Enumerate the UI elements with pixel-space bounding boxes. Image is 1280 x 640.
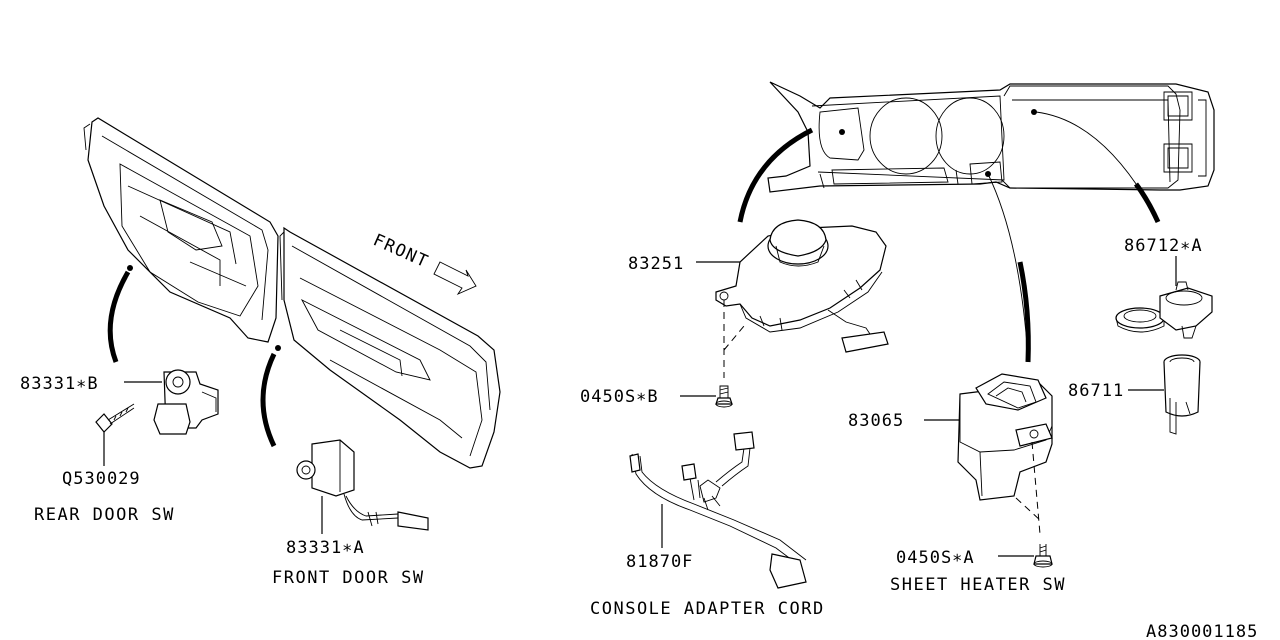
console-leader-83065 <box>1017 261 1031 363</box>
controller-83251-part <box>715 219 889 353</box>
label-81870f: 81870F <box>626 552 693 572</box>
front-door-leader <box>260 352 277 448</box>
screw-0450sa-part <box>1033 544 1053 568</box>
label-q530029: Q530029 <box>62 469 141 489</box>
front-door-switch-hole <box>275 345 281 351</box>
label-83331a: 83331∗A <box>286 538 365 558</box>
label-0450sb: 0450S∗B <box>580 387 659 407</box>
label-83331b: 83331∗B <box>20 374 99 394</box>
caption-sheet-heater-sw: SHEET HEATER SW <box>890 575 1066 595</box>
rear-door-switch-hole <box>127 265 133 271</box>
console-leader-86712 <box>1133 182 1161 224</box>
center-console <box>767 81 1215 193</box>
caption-front-door-sw: FRONT DOOR SW <box>272 568 425 588</box>
dash-83065-b <box>1015 497 1041 521</box>
console-leader-83251 <box>737 127 814 223</box>
front-door-switch-part <box>296 439 429 531</box>
label-83251: 83251 <box>628 254 684 274</box>
caption-console-adapter-cord: CONSOLE ADAPTER CORD <box>590 599 825 619</box>
front-door-trim-panel <box>275 226 501 469</box>
dash-83251-b <box>723 325 745 351</box>
screw-0450sb-part <box>715 385 733 408</box>
label-86712a: 86712∗A <box>1124 236 1203 256</box>
label-0450sa: 0450S∗A <box>896 548 975 568</box>
caption-rear-door-sw: REAR DOOR SW <box>34 505 175 525</box>
socket-86711-part <box>1163 354 1201 435</box>
rear-door-switch-part <box>95 369 219 435</box>
rear-door-trim-panel <box>83 117 279 343</box>
socket-cover-86712a-part <box>1115 281 1213 339</box>
console-adapter-cord-part <box>629 431 807 589</box>
label-86711: 86711 <box>1068 381 1124 401</box>
seat-heater-switch-part <box>957 373 1053 501</box>
rear-door-leader <box>107 270 131 363</box>
front-label: FRONT <box>370 230 432 272</box>
label-83065: 83065 <box>848 411 904 431</box>
diagram-id: A830001185 <box>1146 622 1258 640</box>
